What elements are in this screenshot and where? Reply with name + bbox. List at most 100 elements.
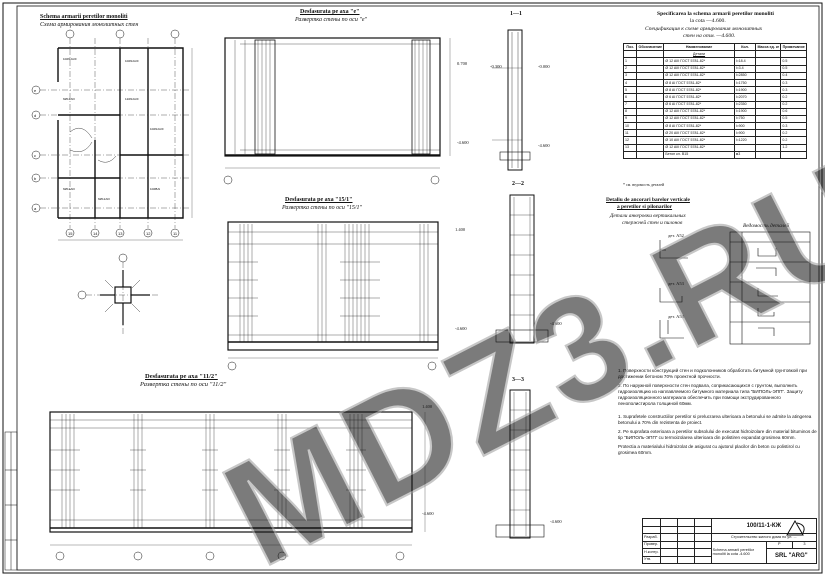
svg-text:12Ø12AIII: 12Ø12AIII	[125, 97, 139, 101]
note-item: 2. Pe suprafata exterioara a peretilor s…	[618, 428, 817, 440]
spec-cell	[755, 86, 782, 95]
detail-a52: дет. А52	[668, 233, 684, 238]
sheet-number: 3	[791, 540, 818, 549]
spec-cell	[755, 114, 782, 124]
spec-cell: l=2070	[733, 93, 757, 102]
detail-title-ru: Детали анкеровки вертикальных	[610, 213, 686, 219]
spec-cell	[636, 136, 665, 145]
note-item: Protectia a materialului hidroizolat de …	[618, 443, 800, 456]
spec-cell: 3	[622, 71, 638, 80]
spec-cell	[636, 107, 665, 116]
section-e-title-ru: Развертка стены по оси "е"	[295, 17, 368, 23]
spec-cell	[636, 150, 665, 160]
spec-cell	[636, 143, 665, 152]
company-logo-icon	[786, 519, 805, 536]
spec-cell: 0.2	[780, 136, 807, 145]
spec-cell: 0.5	[780, 64, 807, 73]
svg-text:6Ø12AIII: 6Ø12AIII	[63, 187, 75, 191]
spec-cell	[755, 100, 782, 109]
level-mark: -4.600	[455, 326, 467, 331]
spec-cell	[636, 71, 665, 80]
spec-cell: 0.3	[780, 122, 807, 131]
spec-header: Кол.	[733, 42, 757, 52]
spec-header: Обозначение	[636, 42, 665, 52]
level-mark: -4.600	[422, 511, 434, 516]
detail-title-ro: Detaliu de ancorari barelor verticale	[606, 197, 690, 203]
spec-cell: Ø 12 AIII ГОСТ 5781-82*	[663, 107, 735, 116]
cut-1-label: 1—1	[510, 11, 522, 17]
spec-header: Примечание	[780, 42, 807, 52]
svg-text:6Ø12AIII: 6Ø12AIII	[63, 97, 75, 101]
spec-cell: l=2350	[733, 100, 757, 109]
spec-cell: 13	[622, 143, 638, 152]
svg-text:11: 11	[173, 231, 178, 236]
scheme-title-ru: Схема армирования монолитных стен	[40, 22, 139, 28]
spec-cell: Ø 12 AIII ГОСТ 5781-82*	[663, 57, 735, 66]
spec-cell	[755, 107, 782, 116]
spec-cell: Ø 12 AIII ГОСТ 5781-82*	[663, 64, 735, 73]
spec-cell	[636, 114, 665, 124]
spec-cell	[636, 64, 665, 73]
level-mark: -4.600	[550, 519, 562, 524]
spec-header-row: Поз. Обозначение Наименование Кол. Масса…	[622, 42, 807, 52]
spec-cell	[636, 57, 665, 66]
spec-header: Наименование	[663, 42, 735, 52]
level-mark: -0.000	[538, 64, 550, 69]
spec-group: Детали	[663, 50, 735, 59]
detail-a53-2: дет. А53	[668, 314, 684, 319]
level-mark: -0.300	[490, 64, 502, 69]
spec-cell: 1.2	[780, 143, 807, 152]
level-mark: -4.600	[550, 321, 562, 326]
spec-cell: 6	[622, 93, 638, 102]
level-mark: 1.400	[455, 227, 466, 232]
spec-cell	[636, 122, 665, 131]
spec-header: Масса ед. кг	[755, 42, 782, 52]
title-block: 100/11-1-КЖ Разраб. Строительство жилого…	[642, 518, 818, 564]
detail-title-ru2: стержней стен и пилонов	[622, 220, 683, 226]
role-label: Провер.	[642, 540, 661, 549]
section-e	[223, 37, 451, 185]
svg-text:e: e	[34, 88, 37, 93]
role-label: Разраб.	[642, 533, 661, 542]
spec-cell: Ø 12 AIII ГОСТ 5781-82*	[663, 114, 735, 124]
spec-cell	[636, 129, 665, 138]
svg-text:b: b	[34, 176, 37, 181]
spec-cell	[755, 71, 782, 80]
spec-cell: Ø 8 AI ГОСТ 5781-82*	[663, 78, 735, 88]
spec-cell: 11	[622, 129, 638, 138]
general-notes: 1. Поверхности конструкций стен и подкол…	[618, 368, 818, 459]
spec-cell: l=900	[733, 122, 757, 131]
plan-view	[31, 29, 193, 241]
spec-cell	[755, 64, 782, 73]
spec-header: Поз.	[622, 42, 638, 52]
svg-text:d: d	[34, 113, 36, 118]
spec-cell: 0.3	[780, 86, 807, 95]
spec-cell	[636, 86, 665, 95]
spec-cell: l=3.4	[733, 64, 757, 73]
spec-cell: 0.3	[780, 78, 807, 88]
spec-cell: 7	[622, 100, 638, 109]
svg-text:10Ø8AI: 10Ø8AI	[150, 187, 160, 191]
spec-cell	[755, 57, 782, 66]
svg-text:6Ø12AIII: 6Ø12AIII	[98, 197, 110, 201]
cut-3-label: 3—3	[512, 377, 524, 383]
cut-sections	[492, 29, 549, 539]
spec-cell: Бетон кл. B15	[663, 150, 735, 160]
spec-cell: l=2850	[733, 71, 757, 80]
spec-cell	[755, 93, 782, 102]
spec-cell: 9	[622, 114, 638, 124]
svg-text:c: c	[34, 153, 36, 158]
spec-cell: l=750	[733, 114, 757, 124]
spec-cell	[622, 150, 638, 160]
